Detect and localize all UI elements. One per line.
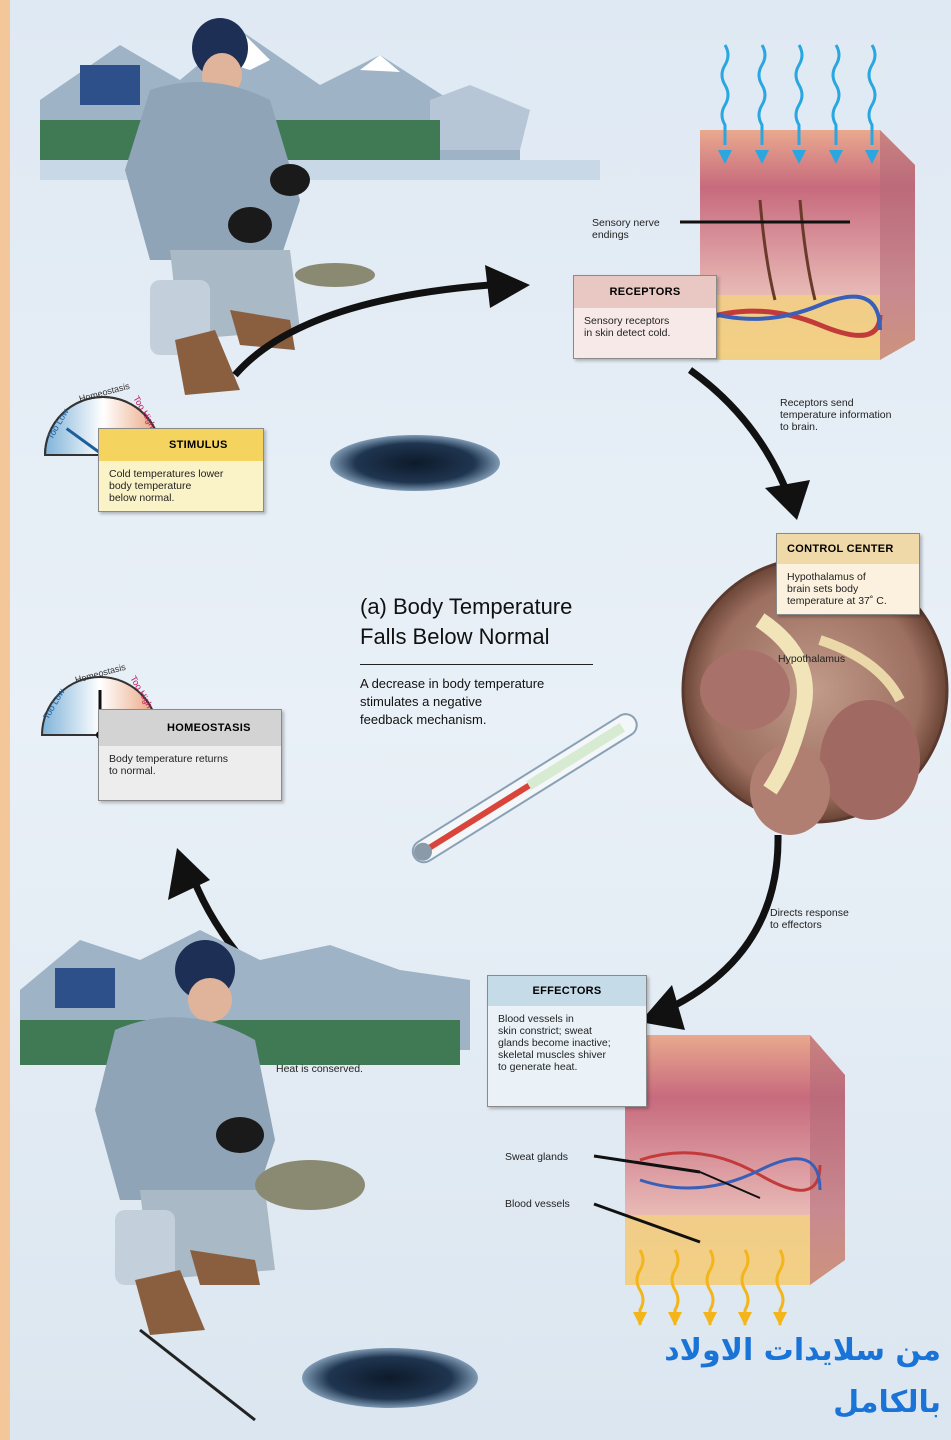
skin-block-top: [700, 130, 915, 360]
ice-hole-top: [330, 435, 500, 491]
control-center-box: CONTROL CENTER Hypothalamus of brain set…: [776, 533, 920, 615]
label-sensory-nerve-endings: Sensory nerve endings: [592, 217, 660, 241]
diagram-subtitle: A decrease in body temperature stimulate…: [360, 675, 600, 729]
receptors-box: RECEPTORS Sensory receptors in skin dete…: [573, 275, 717, 359]
label-blood-vessels: Blood vessels: [505, 1198, 570, 1210]
stimulus-heading: STIMULUS: [99, 429, 263, 461]
effectors-box: EFFECTORS Blood vessels in skin constric…: [487, 975, 647, 1107]
effectors-heading: EFFECTORS: [488, 976, 646, 1006]
fish: [295, 263, 375, 287]
credit-text: من سلايدات الاولاد بالكامل: [561, 1325, 941, 1429]
effectors-text: Blood vessels in skin constrict; sweat g…: [488, 1006, 646, 1106]
skin-block-bottom: [625, 1035, 845, 1285]
label-sweat-glands: Sweat glands: [505, 1151, 568, 1163]
receptors-text: Sensory receptors in skin detect cold.: [574, 308, 716, 358]
stimulus-text: Cold temperatures lower body temperature…: [99, 461, 263, 511]
cabin: [80, 65, 140, 105]
stimulus-box: STIMULUS Cold temperatures lower body te…: [98, 428, 264, 512]
homeostasis-text: Body temperature returns to normal.: [99, 746, 281, 800]
receptors-heading: RECEPTORS: [574, 276, 716, 308]
label-heat-conserved: Heat is conserved.: [276, 1063, 363, 1075]
diagram-title: (a) Body Temperature Falls Below Normal: [360, 592, 600, 652]
label-directs-response: Directs response to effectors: [770, 907, 849, 931]
homeostasis-heading: HOMEOSTASIS: [99, 710, 281, 746]
title-rule: [360, 664, 593, 665]
control-center-text: Hypothalamus of brain sets body temperat…: [777, 564, 919, 614]
homeostasis-box: HOMEOSTASIS Body temperature returns to …: [98, 709, 282, 801]
ice-hole-bottom: [302, 1348, 478, 1408]
label-hypothalamus: Hypothalamus: [778, 653, 845, 665]
label-receptors-send: Receptors send temperature information t…: [780, 397, 891, 433]
control-center-heading: CONTROL CENTER: [777, 534, 919, 564]
